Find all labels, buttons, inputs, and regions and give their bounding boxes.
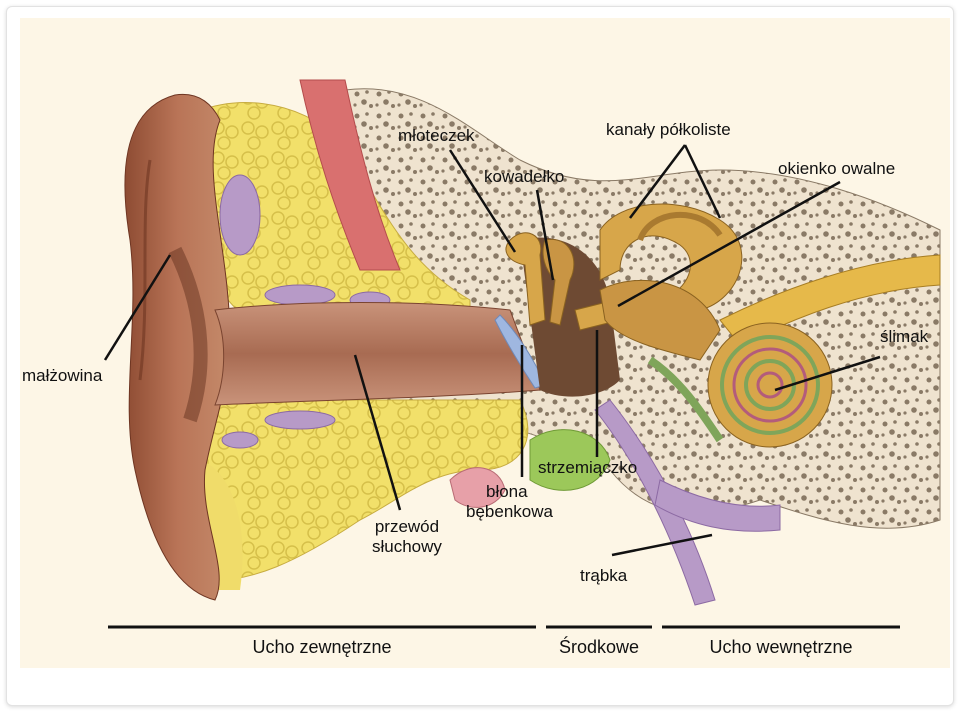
label-blona-bebenkowa: błona bębenkowa [486, 482, 564, 522]
ear-canal [215, 303, 540, 406]
section-inner-ear: Ucho wewnętrzne [662, 637, 900, 658]
section-outer-ear: Ucho zewnętrzne [108, 637, 536, 658]
label-okienko-owalne: okienko owalne [778, 159, 895, 179]
label-kanaly-polkoliste: kanały półkoliste [606, 120, 731, 140]
label-blona-line2: bębenkowa [466, 502, 564, 522]
label-trabka: trąbka [580, 566, 627, 586]
label-przewod-line1: przewód [372, 517, 442, 537]
label-malzowina: małżowina [22, 366, 102, 386]
cochlea [708, 323, 832, 447]
label-strzemiaczko: strzemiączko [538, 458, 637, 478]
label-mloteczek: młoteczek [398, 126, 475, 146]
label-blona-line1: błona [486, 482, 564, 502]
label-przewod-line2: słuchowy [372, 537, 442, 557]
label-slimak: ślimak [880, 327, 928, 347]
label-kowadelko: kowadełko [484, 167, 564, 187]
section-middle-ear: Środkowe [546, 637, 652, 658]
label-przewod-sluchowy: przewód słuchowy [372, 517, 442, 557]
